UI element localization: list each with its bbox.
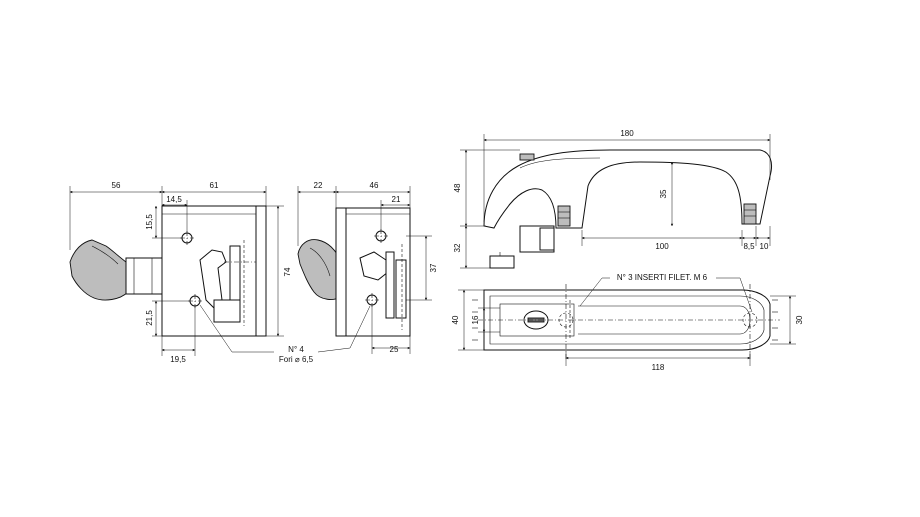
dim-32: 32 [453,243,462,252]
dim-25: 25 [390,345,399,354]
lever-shaft [125,257,163,295]
lever-handle [69,239,129,301]
dim-40: 40 [451,315,460,324]
dim-46: 46 [370,181,379,190]
latch-front-view: 56 61 14,5 15,5 74 21,5 19,5 N° 4 Fori ⌀… [69,181,314,364]
lever-head [297,239,343,300]
dim-16: 16 [471,315,480,324]
dim-21: 21 [392,195,401,204]
dim-15-5: 15,5 [145,214,154,230]
dim-74: 74 [283,267,292,276]
dim-8-5: 8,5 [743,242,755,251]
note-holes-count: N° 4 [288,345,304,354]
note-holes-dia: Fori ⌀ 6,5 [279,355,314,364]
insert [557,205,571,227]
dim-118: 118 [652,363,665,372]
latch-side-view: 22 46 21 37 25 [297,181,438,354]
side-body [335,207,347,337]
dim-37: 37 [429,263,438,272]
dim-14-5: 14,5 [166,195,182,204]
cam [489,255,515,269]
dim-35: 35 [659,189,668,198]
dim-61: 61 [210,181,219,190]
handle-plan: N° 3 INSERTI FILET. M 6 40 16 30 118 [451,273,804,372]
handle-plan-outline [483,289,771,351]
dim-10: 10 [760,242,769,251]
dim-180: 180 [620,129,634,138]
dim-56: 56 [112,181,121,190]
handle-grip [483,149,773,229]
dim-48: 48 [453,183,462,192]
dim-21-5: 21,5 [145,310,154,326]
dim-19-5: 19,5 [170,355,186,364]
dim-30: 30 [795,315,804,324]
dim-22: 22 [314,181,323,190]
dim-100: 100 [655,242,669,251]
handle-elevation: 180 48 35 32 100 8,5 10 [453,129,773,269]
note-inserts: N° 3 INSERTI FILET. M 6 [617,273,708,282]
pawl [199,249,227,309]
insert [743,203,757,225]
